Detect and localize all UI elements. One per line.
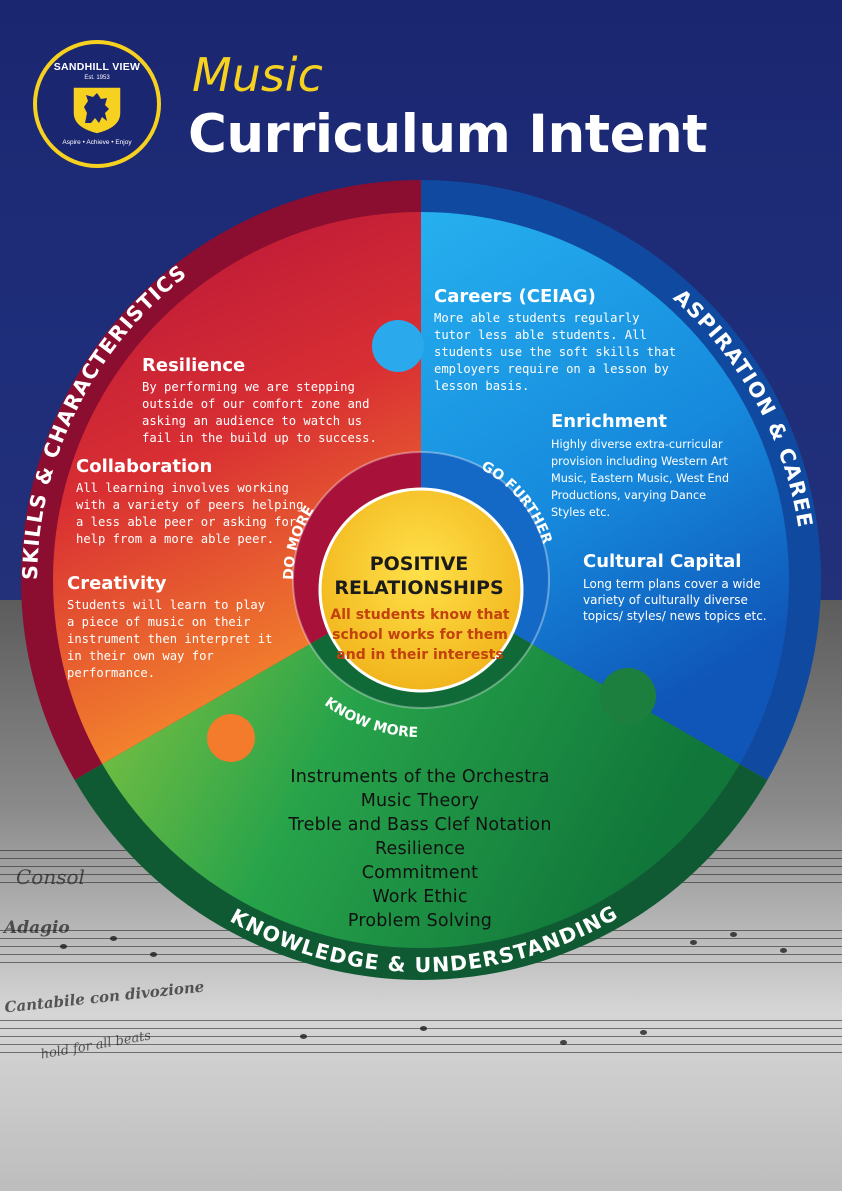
title-curriculum-intent: Curriculum Intent (188, 104, 708, 165)
list-item: Instruments of the Orchestra (290, 767, 550, 787)
enrichment-heading: Enrichment (551, 411, 668, 432)
list-item: Resilience (374, 839, 466, 859)
school-established: Est. 1953 (84, 75, 110, 81)
list-item: Treble and Bass Clef Notation (288, 815, 552, 835)
school-motto: Aspire • Achieve • Enjoy (62, 139, 132, 146)
collaboration-heading: Collaboration (76, 456, 213, 477)
collaboration-text: All learning involves working with a var… (76, 480, 304, 546)
school-logo: SANDHILL VIEW Est. 1953 Aspire • Achieve… (33, 40, 161, 168)
careers-heading: Careers (CEIAG) (434, 286, 596, 307)
handwriting-adagio: Adagio (4, 918, 70, 938)
collaboration-block: Collaboration All learning involves work… (76, 456, 326, 548)
puzzle-tab-blue (372, 320, 424, 372)
lion-shield-icon (72, 86, 122, 135)
handwriting-consol: Consol (16, 865, 85, 889)
center-title: POSITIVE RELATIONSHIPS (334, 553, 504, 599)
creativity-block: Creativity Students will learn to play a… (67, 573, 297, 682)
knowledge-sector (102, 580, 740, 949)
puzzle-tab-green-right (600, 668, 656, 724)
creativity-heading: Creativity (67, 573, 167, 594)
cultural-capital-heading: Cultural Capital (583, 551, 742, 572)
title-music: Music (192, 48, 323, 102)
cultural-capital-block: Cultural Capital Long term plans cover a… (583, 551, 793, 624)
list-item: Work Ethic (372, 887, 468, 907)
creativity-text: Students will learn to play a piece of m… (67, 597, 273, 680)
center-subtitle: All students know that school works for … (330, 607, 510, 663)
resilience-heading: Resilience (142, 355, 246, 376)
list-item: Commitment (361, 863, 479, 883)
enrichment-block: Enrichment Highly diverse extra-curricul… (551, 411, 761, 521)
careers-text: More able students regularly tutor less … (434, 310, 677, 393)
center-circle (318, 487, 524, 693)
enrichment-text: Highly diverse extra-curricular provisio… (551, 437, 730, 519)
resilience-text: By performing we are stepping outside of… (142, 379, 377, 445)
cultural-capital-text: Long term plans cover a wide variety of … (583, 576, 767, 623)
knowledge-list: Instruments of the Orchestra Music Theor… (220, 765, 620, 933)
school-name: SANDHILL VIEW (53, 61, 141, 73)
resilience-block: Resilience By performing we are stepping… (142, 355, 392, 447)
puzzle-tab-orange (207, 714, 255, 762)
list-item: Music Theory (360, 791, 480, 811)
list-item: Problem Solving (347, 911, 493, 931)
careers-block: Careers (CEIAG) More able students regul… (434, 286, 684, 395)
